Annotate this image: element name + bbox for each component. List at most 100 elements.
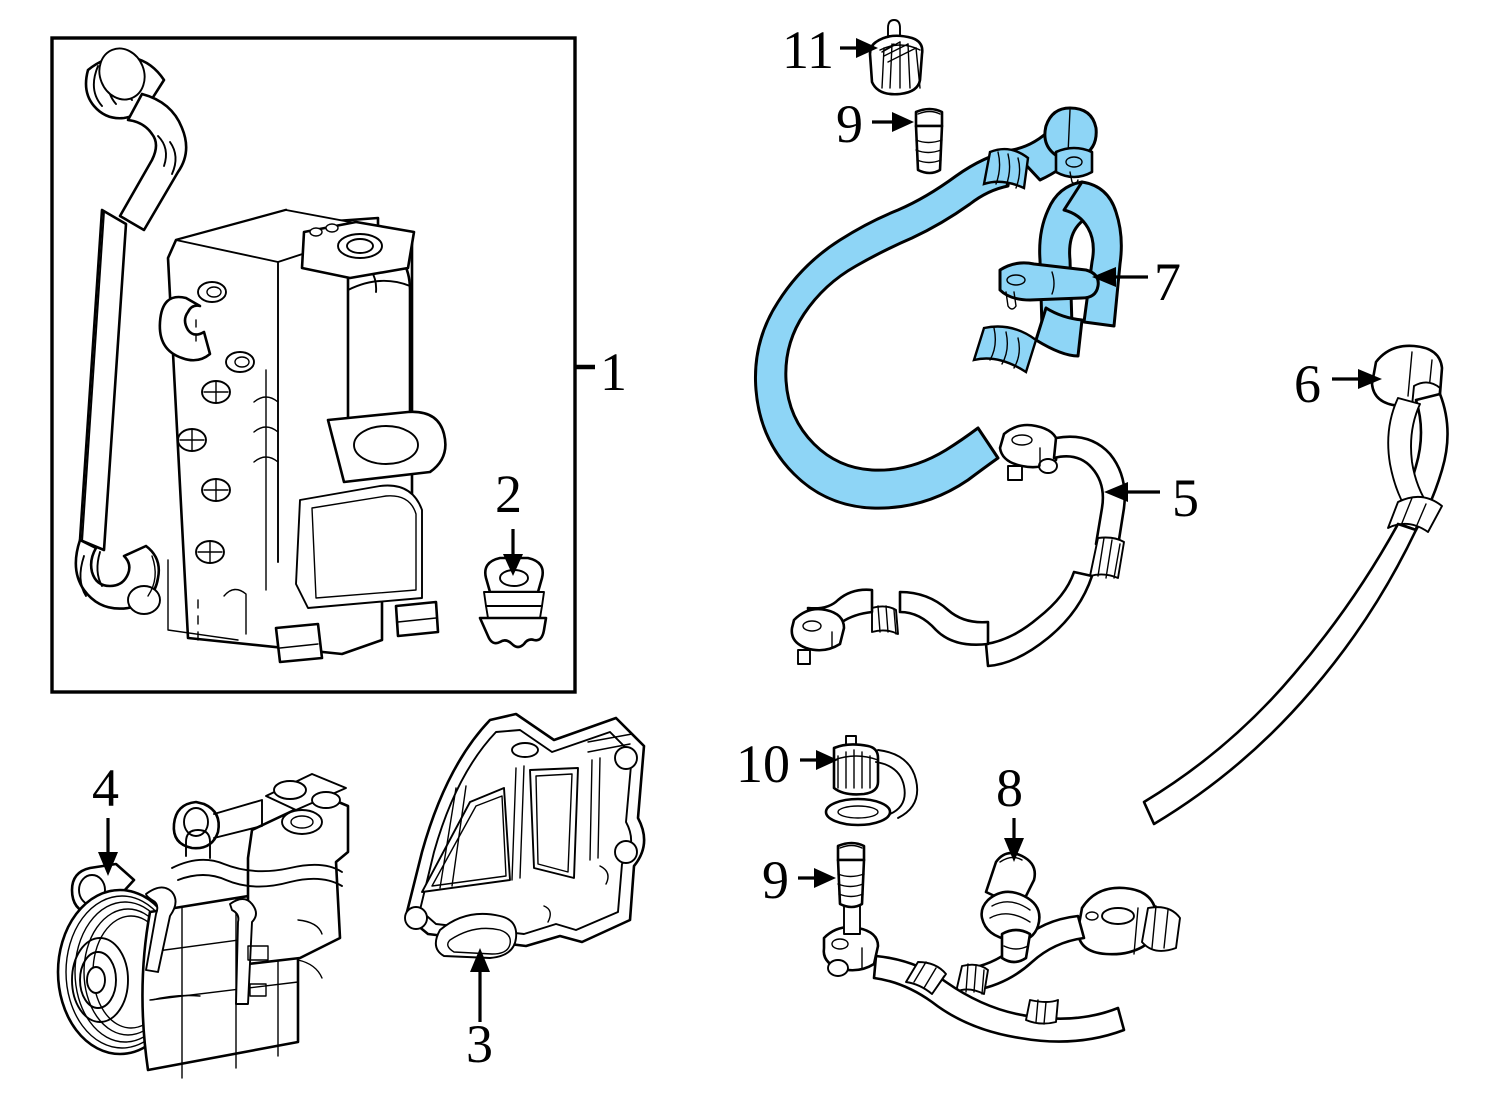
hose7-top-fitting xyxy=(1043,106,1098,161)
cap11-knurl-lines xyxy=(881,41,921,89)
accumulator-top-curve xyxy=(347,279,411,291)
cap-2-serrated-base xyxy=(478,616,548,649)
lower-line-left-nipple xyxy=(827,959,849,977)
callout-label-2: 2 xyxy=(495,464,522,524)
bolt-facets-2 xyxy=(179,428,205,452)
sensor8-barrel-top xyxy=(999,856,1023,863)
bracket-cutout-triangle-inner xyxy=(431,795,507,887)
compressor4-base-line xyxy=(151,994,201,1001)
part-service-port-cap-with-tether xyxy=(824,735,919,827)
bracket-lower-boss-inner xyxy=(447,927,511,955)
hose6-long-run xyxy=(1142,522,1418,826)
hose5-lower-crimp-ribs xyxy=(877,605,897,635)
bracket-rib-right xyxy=(589,757,601,861)
compressor-bolt-group xyxy=(177,380,231,564)
cap11-top-radials xyxy=(881,41,917,63)
callout-leader-10 xyxy=(800,750,838,770)
part-belt-driven-ac-compressor xyxy=(56,773,350,1079)
bracket-hole-top xyxy=(511,742,539,758)
bracket-inner-profile xyxy=(419,729,633,935)
hose7-lower-joiner xyxy=(1034,306,1084,358)
lower-body-pocket-inner xyxy=(311,495,417,599)
callout-leader-9-top xyxy=(872,112,914,132)
bracket-cutout-rect-inner xyxy=(535,773,573,873)
callout-leader-2 xyxy=(503,529,523,576)
callout-leader-8 xyxy=(1004,818,1024,862)
hose6-tail-crimp xyxy=(955,963,989,995)
part-service-valve-insert-core-bottom xyxy=(836,841,866,909)
connector-pin-b xyxy=(325,223,339,233)
hose5-mid-tube xyxy=(984,570,1094,668)
hose5-left-tab xyxy=(797,649,811,665)
hose5-upper-tab xyxy=(1007,465,1023,481)
callout-label-7: 7 xyxy=(1154,252,1181,312)
hose6-upper-crimp-ribs xyxy=(1399,497,1427,533)
hose6-bottom-facet xyxy=(1133,907,1139,955)
head-port-c-bore xyxy=(290,815,314,829)
sensor8-hex-band xyxy=(1003,945,1029,950)
hose5-upper-nipple xyxy=(1038,458,1058,474)
hose7-lower-crimp xyxy=(972,325,1038,374)
hose7-top-fitting-flange xyxy=(1054,146,1094,179)
lower-body-pocket xyxy=(295,484,423,609)
hose6-tail-crimp-body xyxy=(955,963,989,995)
bracket-cutout-rect xyxy=(529,767,579,879)
part-service-port-cap-plug xyxy=(478,556,548,649)
pulley-clutch-plate xyxy=(71,937,129,1023)
long-hose-centerline xyxy=(81,211,105,543)
part-knurled-valve-cap xyxy=(868,19,924,96)
hose7-top-fitting-seam xyxy=(1067,109,1071,155)
hose7-lower-crimp-body xyxy=(972,325,1038,374)
cap10-top-band xyxy=(833,755,879,761)
valve9b-body xyxy=(836,858,866,909)
callout-leader-6 xyxy=(1332,369,1382,389)
inlet-bore xyxy=(98,47,146,101)
cap10-tether-strap-inner xyxy=(875,761,906,815)
callout-leader-3 xyxy=(470,948,490,1022)
part-lower-refrigerant-line xyxy=(822,893,1126,1043)
hose-end-collar xyxy=(127,585,161,615)
part-refrigerant-line-suction-hose xyxy=(790,423,1126,668)
cap10-knurl xyxy=(837,749,871,789)
head-port-b xyxy=(311,791,341,809)
lower-line-crimp-right-ribs xyxy=(1035,999,1047,1025)
hose5-crimp xyxy=(1089,536,1125,579)
callout-label-4: 4 xyxy=(92,758,119,818)
hose7-mid-bracket xyxy=(998,261,1100,302)
valve9b-head xyxy=(836,841,866,862)
callout-label-10: 10 xyxy=(736,734,790,794)
hose6-bottom-collar xyxy=(1141,906,1181,952)
callout-label-6: 6 xyxy=(1294,354,1321,414)
hose5-upper-fitting xyxy=(998,423,1060,469)
hose7-crimp-ribs xyxy=(995,151,1021,189)
hose7-main-loop xyxy=(754,148,1014,510)
callout-leader-5 xyxy=(1104,482,1160,502)
connector-pin-a xyxy=(309,227,323,237)
part-compressor-mounting-bracket xyxy=(404,712,646,959)
cap11-stem xyxy=(887,19,901,37)
cap10-body xyxy=(832,743,880,796)
callout-label-9-top: 9 xyxy=(836,94,863,154)
hose7-bracket-eye xyxy=(1006,274,1026,286)
hose7-lower-crimp-ribs xyxy=(989,327,1021,369)
compressor4-solenoid xyxy=(185,829,211,859)
head-port-a xyxy=(273,780,307,800)
hose7-top-bolt-eye xyxy=(1065,156,1083,168)
cap10-tether-ring-bore xyxy=(837,805,879,819)
compressor4-labels xyxy=(247,945,269,997)
callout-leader-7 xyxy=(1092,267,1148,287)
compressor-port-loop xyxy=(158,295,212,362)
lower-line-crimp-left xyxy=(905,961,947,995)
cap-2-ring-2 xyxy=(485,605,543,619)
lower-line-crimp-right-body xyxy=(1025,999,1059,1025)
bracket-rib-center xyxy=(511,765,525,881)
hose-clip xyxy=(147,555,156,597)
callout-label-9-bottom: 9 xyxy=(762,850,789,910)
callout-label-1: 1 xyxy=(600,342,627,402)
bracket-lower-boss xyxy=(434,912,518,959)
mounting-ear-eye xyxy=(353,425,419,465)
hose5-lower-crimp xyxy=(871,605,899,635)
compressor-port-upper-bore xyxy=(206,286,222,298)
